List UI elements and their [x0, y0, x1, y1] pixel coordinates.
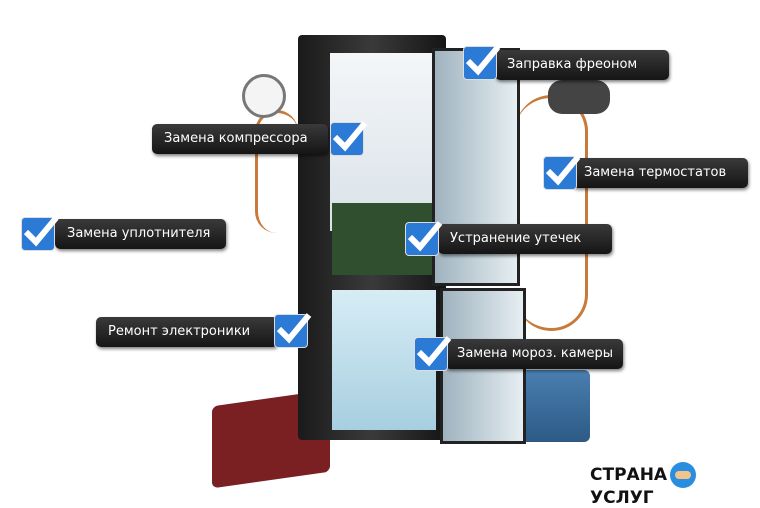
check-icon	[21, 216, 59, 251]
label-freon: Заправка фреоном	[495, 50, 669, 80]
check-icon	[330, 121, 368, 156]
label-leaks: Устранение утечек	[438, 224, 612, 254]
label-electronics: Ремонт электроники	[96, 317, 278, 347]
check-icon	[543, 155, 581, 190]
label-seal: Замена уплотнителя	[55, 219, 226, 249]
handshake-icon	[670, 462, 697, 488]
label-thermostats: Замена термостатов	[572, 158, 748, 188]
check-icon	[274, 313, 312, 348]
logo-text-left: СТРАНА	[590, 465, 668, 485]
label-freezer: Замена мороз. камеры	[445, 339, 623, 369]
check-icon	[414, 336, 452, 371]
check-icon	[463, 45, 501, 80]
pressure-gauge	[242, 74, 286, 118]
label-compressor: Замена компрессора	[152, 124, 328, 154]
refrigerator	[298, 35, 446, 440]
logo-text-right: УСЛУГ	[590, 488, 654, 508]
check-icon	[405, 221, 443, 256]
manifold-gauges	[548, 80, 610, 114]
strana-uslug-logo: СТРАНА УСЛУГ	[590, 462, 760, 508]
